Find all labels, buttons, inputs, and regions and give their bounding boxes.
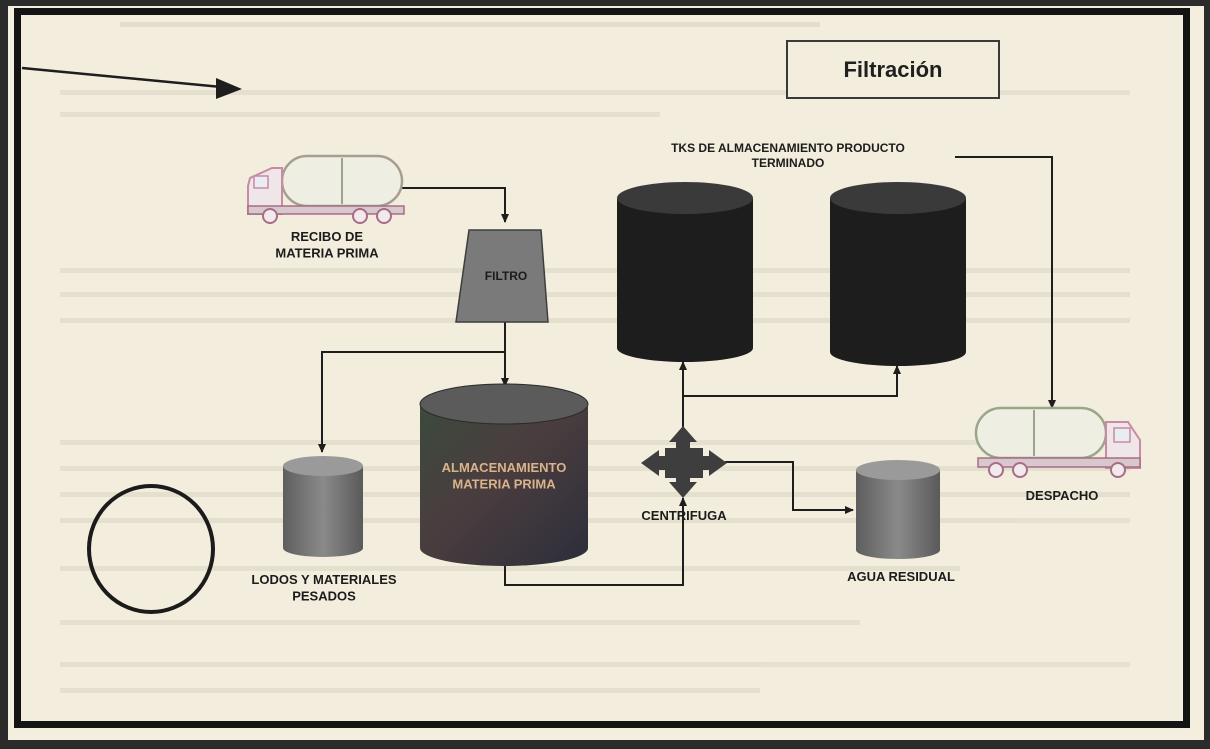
title-box: Filtración [786,40,1000,99]
centrifuge-icon [641,426,727,498]
raw-storage-tank [419,383,589,566]
diagram-title: Filtración [843,57,942,82]
wastewater-label: AGUA RESIDUAL [847,569,955,584]
flow-tanks-to-dispatch [955,156,1056,409]
filter-node: FILTRO [455,229,549,323]
centrifuge-label: CENTRIFUGA [641,508,727,523]
flow-lines [318,156,1056,586]
pointer-arrow [21,66,242,99]
flow-to-sludge [318,351,505,453]
dispatch-label: DESPACHO [1026,488,1099,503]
dispatch-truck-icon [974,406,1141,478]
flow-centrifuge-to-tank2 [683,365,901,397]
background-text-noise [60,22,1130,693]
filter-label: FILTRO [485,269,527,283]
diagram-frame [14,8,1190,728]
flow-storage-to-centrifuge [504,497,687,586]
product-tank-1 [617,182,753,362]
wastewater-tank [856,460,940,559]
flow-centrifuge-to-wastewater [725,461,854,514]
product-tank-2 [830,182,966,366]
annotation-circle [87,484,215,614]
sludge-tank [283,456,363,557]
flow-receipt-to-filter [400,187,509,223]
receipt-truck-icon [247,154,405,224]
